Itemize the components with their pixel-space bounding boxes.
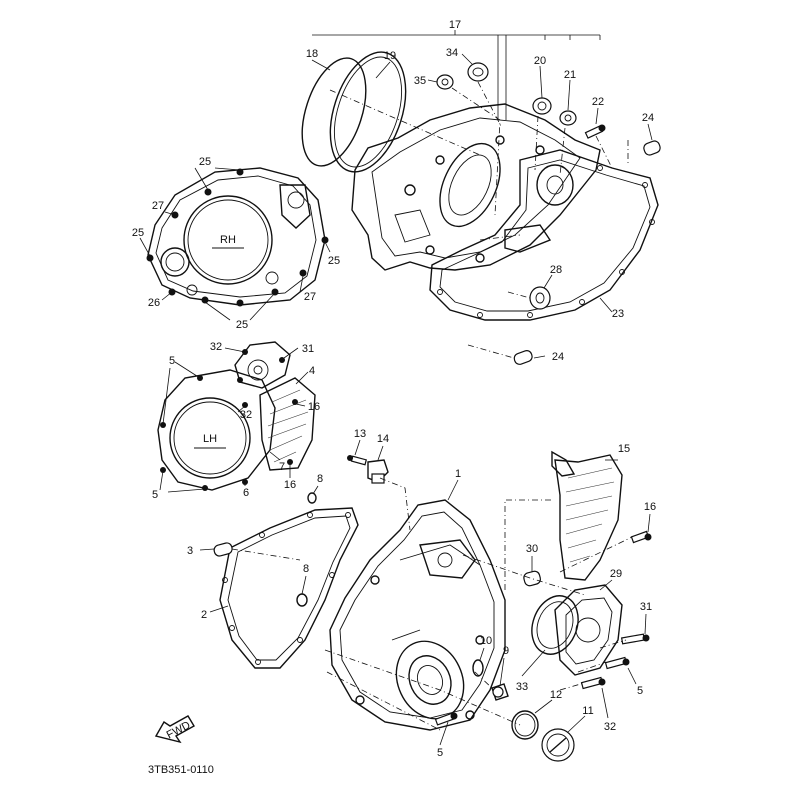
callout-32-lh-mid: 32 bbox=[240, 409, 252, 421]
callout-34: 34 bbox=[446, 47, 458, 59]
bolt-5-right bbox=[604, 656, 630, 670]
callout-8-top: 8 bbox=[317, 473, 323, 485]
callout-5-lh-bottom: 5 bbox=[152, 489, 158, 501]
callout-3: 3 bbox=[187, 545, 193, 557]
bearing-28 bbox=[529, 286, 551, 310]
bolt-5-bottom bbox=[434, 712, 458, 726]
bolt-13 bbox=[347, 455, 368, 466]
crankcase-cover-body bbox=[351, 103, 601, 271]
crankcase-cover-right-assembly bbox=[301, 51, 661, 365]
callout-1: 1 bbox=[455, 468, 461, 480]
callout-16-lh-top: 16 bbox=[308, 401, 320, 413]
drain-plug-9 bbox=[491, 683, 509, 701]
callout-31-lh: 31 bbox=[302, 343, 314, 355]
callout-24-top: 24 bbox=[642, 112, 654, 124]
callout-10: 10 bbox=[480, 635, 492, 647]
callout-32-bottom: 32 bbox=[604, 721, 616, 733]
callout-13: 13 bbox=[354, 428, 366, 440]
gasket-2 bbox=[219, 507, 359, 669]
callout-27-left: 27 bbox=[152, 200, 164, 212]
seal-35 bbox=[436, 74, 454, 90]
callout-31-bottom: 31 bbox=[640, 601, 652, 613]
callout-19: 19 bbox=[384, 50, 396, 62]
callout-2: 2 bbox=[201, 609, 207, 621]
callout-27-right: 27 bbox=[304, 291, 316, 303]
callout-4: 4 bbox=[309, 365, 315, 377]
dowel-pin-24-bottom bbox=[513, 350, 533, 365]
callout-26: 26 bbox=[148, 297, 160, 309]
callout-23: 23 bbox=[612, 308, 624, 320]
callout-25-left: 25 bbox=[132, 227, 144, 239]
callout-7: 7 bbox=[279, 461, 285, 473]
callout-30: 30 bbox=[526, 543, 538, 555]
seal-34 bbox=[467, 62, 489, 82]
callout-16-bottom: 16 bbox=[644, 501, 656, 513]
callout-25-top: 25 bbox=[199, 156, 211, 168]
callout-22: 22 bbox=[592, 96, 604, 108]
callout-17: 17 bbox=[449, 19, 461, 31]
callout-11: 11 bbox=[582, 705, 593, 717]
callout-28: 28 bbox=[550, 264, 562, 276]
gasket-18 bbox=[301, 57, 367, 167]
callout-5-right: 5 bbox=[637, 685, 643, 697]
o-ring-19 bbox=[329, 51, 407, 173]
leader-lines bbox=[139, 30, 653, 746]
forward-arrow: FWD bbox=[154, 715, 195, 744]
gasket-33 bbox=[531, 595, 579, 655]
callout-5-bottom: 5 bbox=[437, 747, 443, 759]
lh-cover-inset: LH bbox=[157, 341, 316, 491]
callout-6: 6 bbox=[243, 487, 249, 499]
callout-20: 20 bbox=[534, 55, 546, 67]
o-ring-8-upper bbox=[307, 492, 317, 504]
guard-15 bbox=[554, 454, 623, 581]
bearing-21 bbox=[559, 110, 577, 126]
rh-cover-label: RH bbox=[220, 234, 236, 246]
o-ring-10 bbox=[472, 659, 484, 677]
callout-12: 12 bbox=[550, 689, 562, 701]
callout-33: 33 bbox=[516, 681, 528, 693]
bolt-16 bbox=[630, 530, 652, 544]
lh-cover-label: LH bbox=[203, 433, 217, 445]
dowel-pin-30 bbox=[523, 570, 542, 587]
rh-cover-inset: RH bbox=[146, 167, 329, 307]
callout-35: 35 bbox=[414, 75, 426, 87]
cover-29 bbox=[554, 584, 623, 676]
crankcase-cover-1 bbox=[329, 499, 506, 731]
callout-8-bottom: 8 bbox=[303, 563, 309, 575]
callout-18: 18 bbox=[306, 48, 318, 60]
crankcase-cover-left-assembly bbox=[213, 450, 652, 762]
callout-9: 9 bbox=[503, 645, 509, 657]
callout-15: 15 bbox=[618, 443, 630, 455]
bolt-22 bbox=[584, 124, 606, 139]
callout-numbers: 17 18 19 34 35 20 21 22 24 23 28 24 25 2… bbox=[132, 19, 656, 759]
callout-5-lh-top: 5 bbox=[169, 355, 175, 367]
dowel-pin-24-top bbox=[643, 140, 661, 156]
gasket-23 bbox=[429, 149, 659, 321]
dowel-pin-3 bbox=[213, 542, 233, 557]
bearing-20 bbox=[532, 97, 552, 115]
callout-16-lh-bottom: 16 bbox=[284, 479, 296, 491]
callout-25-right: 25 bbox=[328, 255, 340, 267]
bolt-32 bbox=[580, 676, 606, 690]
callout-29: 29 bbox=[610, 568, 622, 580]
callout-21: 21 bbox=[564, 69, 576, 81]
bolt-31 bbox=[620, 633, 650, 645]
callout-25-bottom: 25 bbox=[236, 319, 248, 331]
o-ring-8-lower bbox=[296, 593, 308, 607]
callout-24-bottom: 24 bbox=[552, 351, 564, 363]
callout-32-lh-top: 32 bbox=[210, 341, 222, 353]
o-ring-12 bbox=[511, 710, 539, 740]
plug-11 bbox=[541, 728, 575, 762]
callout-14: 14 bbox=[377, 433, 389, 445]
drawing-code: 3TB351-0110 bbox=[148, 764, 214, 776]
fwd-arrow-label: FWD bbox=[165, 719, 193, 741]
cable-guide-14 bbox=[367, 459, 389, 484]
